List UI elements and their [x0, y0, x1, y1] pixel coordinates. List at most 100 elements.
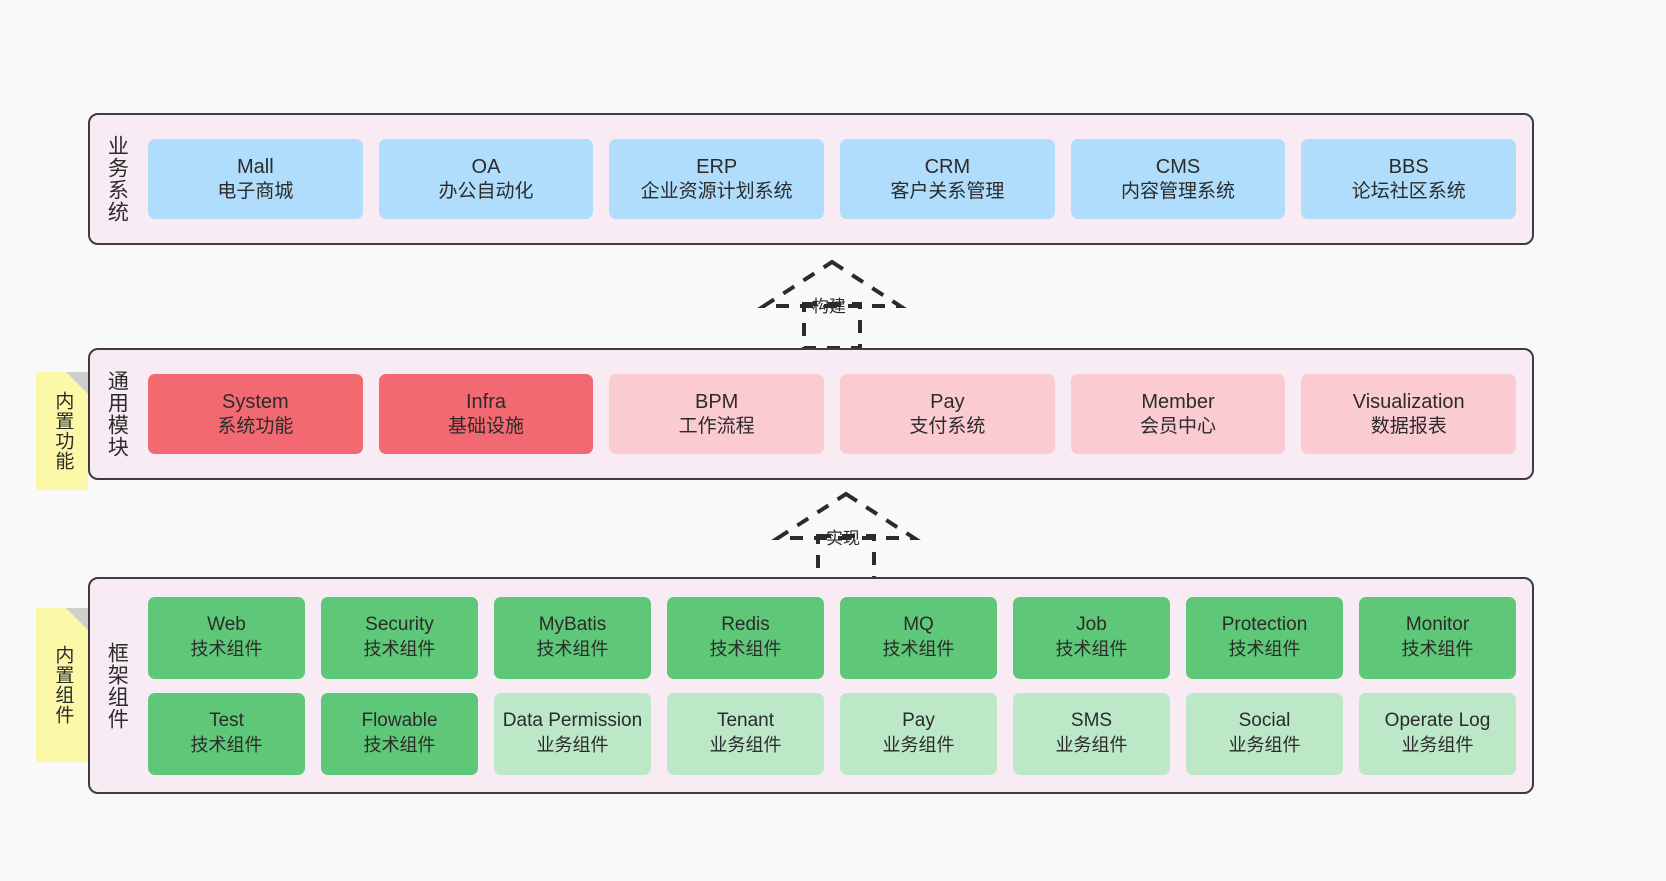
card-title: System: [221, 390, 289, 413]
card-title: Monitor: [1405, 614, 1470, 636]
card-title: Security: [365, 614, 434, 636]
card-bpm[interactable]: BPM 工作流程: [609, 374, 825, 454]
sticky-note-builtin-features: 内置功能: [36, 372, 88, 490]
card-title: Tenant: [716, 710, 775, 732]
card-mall[interactable]: Mall 电子商城: [148, 139, 363, 219]
card-test[interactable]: Test 技术组件: [148, 692, 305, 775]
card-title: Mall: [237, 155, 274, 178]
card-subtitle: 技术组件: [190, 639, 263, 660]
card-title: OA: [471, 155, 501, 178]
card-mybatis[interactable]: MyBatis 技术组件: [494, 596, 651, 679]
layer-title-business: 业务系统: [105, 135, 129, 223]
card-title: Job: [1076, 614, 1107, 636]
card-subtitle: 业务组件: [1055, 735, 1128, 756]
card-subtitle: 业务组件: [882, 735, 955, 756]
card-redis[interactable]: Redis 技术组件: [667, 596, 824, 679]
card-title: Infra: [465, 390, 507, 413]
card-erp[interactable]: ERP 企业资源计划系统: [609, 139, 825, 219]
card-tenant[interactable]: Tenant 业务组件: [667, 692, 824, 775]
card-title: Social: [1238, 710, 1291, 732]
card-title: BBS: [1388, 155, 1429, 178]
layer-business-systems: 业务系统 Mall 电子商城 OA 办公自动化 ERP 企业资源计划系统 CRM…: [88, 113, 1534, 245]
card-subtitle: 基础设施: [448, 415, 525, 437]
card-title: SMS: [1070, 710, 1113, 732]
card-subtitle: 系统功能: [217, 415, 294, 437]
card-title: ERP: [696, 155, 738, 178]
card-subtitle: 技术组件: [363, 639, 436, 660]
card-oa[interactable]: OA 办公自动化: [378, 139, 594, 219]
card-web[interactable]: Web 技术组件: [148, 596, 305, 679]
layer-body-business: Mall 电子商城 OA 办公自动化 ERP 企业资源计划系统 CRM 客户关系…: [142, 115, 1532, 243]
card-subtitle: 客户关系管理: [890, 180, 1005, 202]
card-monitor[interactable]: Monitor 技术组件: [1359, 596, 1516, 679]
card-social[interactable]: Social 业务组件: [1186, 692, 1343, 775]
card-subtitle: 技术组件: [190, 735, 263, 756]
layer-common-modules: 通用模块 System 系统功能 Infra 基础设施 BPM 工作流程 Pay…: [88, 348, 1534, 480]
card-title: Redis: [721, 614, 770, 636]
layer-body-framework: Web 技术组件 Security 技术组件 MyBatis 技术组件 Redi…: [142, 579, 1532, 792]
card-cms[interactable]: CMS 内容管理系统: [1070, 139, 1286, 219]
card-security[interactable]: Security 技术组件: [321, 596, 478, 679]
card-bbs[interactable]: BBS 论坛社区系统: [1301, 139, 1517, 219]
card-title: MQ: [903, 614, 934, 636]
card-title: Pay: [930, 390, 965, 413]
card-subtitle: 会员中心: [1140, 415, 1217, 437]
card-operate-log[interactable]: Operate Log 业务组件: [1359, 692, 1516, 775]
card-subtitle: 数据报表: [1370, 415, 1447, 437]
card-title: MyBatis: [538, 614, 607, 636]
layer-title-common: 通用模块: [105, 370, 129, 458]
layer-framework-components: 框架组件 Web 技术组件 Security 技术组件 MyBatis 技术组件…: [88, 577, 1534, 794]
card-title: CRM: [924, 155, 971, 178]
card-member[interactable]: Member 会员中心: [1070, 374, 1286, 454]
card-pay-component[interactable]: Pay 业务组件: [840, 692, 997, 775]
card-subtitle: 技术组件: [709, 639, 782, 660]
card-subtitle: 技术组件: [1055, 639, 1128, 660]
card-subtitle: 企业资源计划系统: [640, 180, 793, 202]
card-title: Visualization: [1352, 390, 1465, 413]
card-data-permission[interactable]: Data Permission 业务组件: [494, 692, 651, 775]
card-mq[interactable]: MQ 技术组件: [840, 596, 997, 679]
connector-label-implement: 实现: [826, 529, 860, 548]
card-infra[interactable]: Infra 基础设施: [378, 374, 594, 454]
card-subtitle: 技术组件: [363, 735, 436, 756]
card-title: Web: [207, 614, 246, 636]
card-subtitle: 业务组件: [709, 735, 782, 756]
layer-body-common: System 系统功能 Infra 基础设施 BPM 工作流程 Pay 支付系统…: [142, 350, 1532, 478]
card-subtitle: 论坛社区系统: [1351, 180, 1466, 202]
card-crm[interactable]: CRM 客户关系管理: [840, 139, 1055, 219]
card-title: Test: [209, 710, 244, 732]
layer-title-framework: 框架组件: [105, 641, 129, 730]
card-title: Operate Log: [1384, 710, 1491, 732]
card-subtitle: 电子商城: [217, 180, 294, 202]
card-visualization[interactable]: Visualization 数据报表: [1301, 374, 1517, 454]
card-pay[interactable]: Pay 支付系统: [840, 374, 1055, 454]
card-subtitle: 技术组件: [882, 639, 955, 660]
card-subtitle: 内容管理系统: [1121, 180, 1236, 202]
card-row: Test 技术组件 Flowable 技术组件 Data Permission …: [148, 692, 1516, 775]
card-job[interactable]: Job 技术组件: [1013, 596, 1170, 679]
card-row: System 系统功能 Infra 基础设施 BPM 工作流程 Pay 支付系统…: [148, 374, 1517, 454]
card-system[interactable]: System 系统功能: [148, 374, 363, 454]
connector-label-build: 构建: [812, 297, 846, 316]
card-flowable[interactable]: Flowable 技术组件: [321, 692, 478, 775]
card-subtitle: 业务组件: [536, 735, 609, 756]
card-title: Flowable: [361, 710, 438, 732]
card-row: Mall 电子商城 OA 办公自动化 ERP 企业资源计划系统 CRM 客户关系…: [148, 139, 1517, 219]
card-subtitle: 技术组件: [1401, 639, 1474, 660]
sticky-note-builtin-components: 内置组件: [36, 608, 88, 762]
card-protection[interactable]: Protection 技术组件: [1186, 596, 1343, 679]
card-sms[interactable]: SMS 业务组件: [1013, 692, 1170, 775]
card-subtitle: 技术组件: [1228, 639, 1301, 660]
card-title: Protection: [1221, 614, 1308, 636]
card-row: Web 技术组件 Security 技术组件 MyBatis 技术组件 Redi…: [148, 596, 1516, 679]
card-title: Data Permission: [502, 710, 643, 732]
card-subtitle: 支付系统: [909, 415, 986, 437]
card-subtitle: 办公自动化: [438, 180, 534, 202]
card-subtitle: 业务组件: [1401, 735, 1474, 756]
card-subtitle: 工作流程: [678, 415, 755, 437]
card-subtitle: 业务组件: [1228, 735, 1301, 756]
card-title: Pay: [902, 710, 935, 732]
card-title: BPM: [695, 390, 739, 413]
card-subtitle: 技术组件: [536, 639, 609, 660]
